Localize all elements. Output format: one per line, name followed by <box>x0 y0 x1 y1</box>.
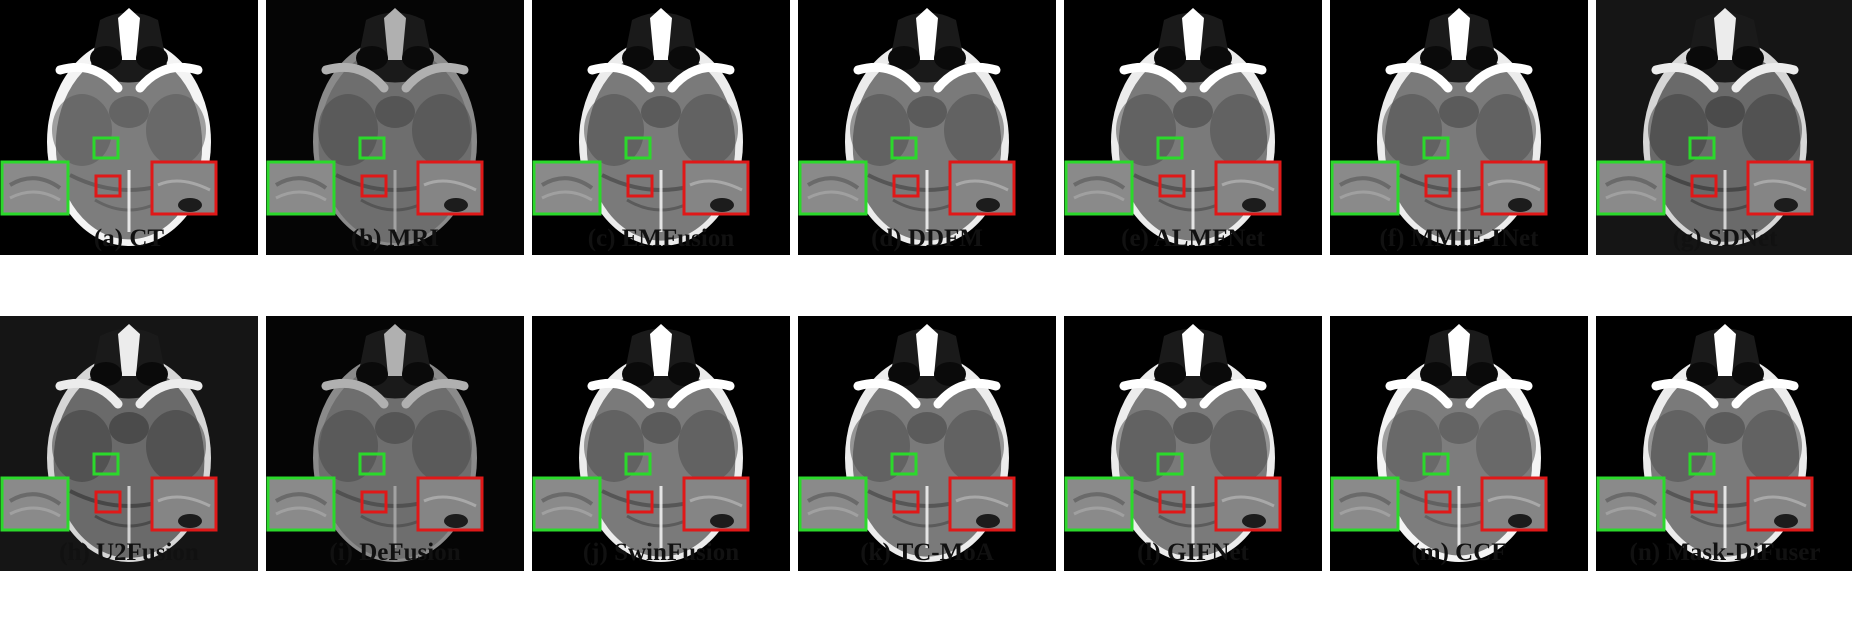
brain-scan-image <box>266 0 524 255</box>
panel-caption: (c) EMFusion <box>587 225 735 252</box>
brain-scan-image <box>0 316 258 571</box>
brain-scan-image <box>0 0 258 255</box>
panel-caption: (m) CCF <box>1411 539 1507 566</box>
panel-caption: (h) U2Fusion <box>59 539 199 566</box>
brain-scan-image <box>532 316 790 571</box>
panel-caption: (a) CT <box>93 225 165 252</box>
brain-scan-image <box>798 316 1056 571</box>
brain-scan-image <box>1064 316 1322 571</box>
brain-scan-image <box>1330 0 1588 255</box>
panel-caption: (g) SDNet <box>1672 225 1778 252</box>
panel-caption: (n) Mask-DiFuser <box>1629 539 1821 566</box>
brain-scan-image <box>1330 316 1588 571</box>
panel-caption: (f) MMIF-INet <box>1379 225 1539 252</box>
brain-scan-image <box>1596 0 1852 255</box>
panel-caption: (i) DeFusion <box>329 539 461 566</box>
brain-scan-image <box>798 0 1056 255</box>
panel-caption: (l) GIFNet <box>1137 539 1249 566</box>
panel-caption: (j) SwinFusion <box>582 539 740 566</box>
brain-scan-image <box>1064 0 1322 255</box>
brain-scan-image <box>1596 316 1852 571</box>
panel-caption: (e) ALMFNet <box>1121 225 1265 252</box>
panel-caption: (k) TC-MoA <box>860 539 994 566</box>
brain-scan-image <box>532 0 790 255</box>
panel-caption: (d) DDFM <box>871 225 983 252</box>
panel-caption: (b) MRI <box>350 225 440 252</box>
brain-scan-image <box>266 316 524 571</box>
